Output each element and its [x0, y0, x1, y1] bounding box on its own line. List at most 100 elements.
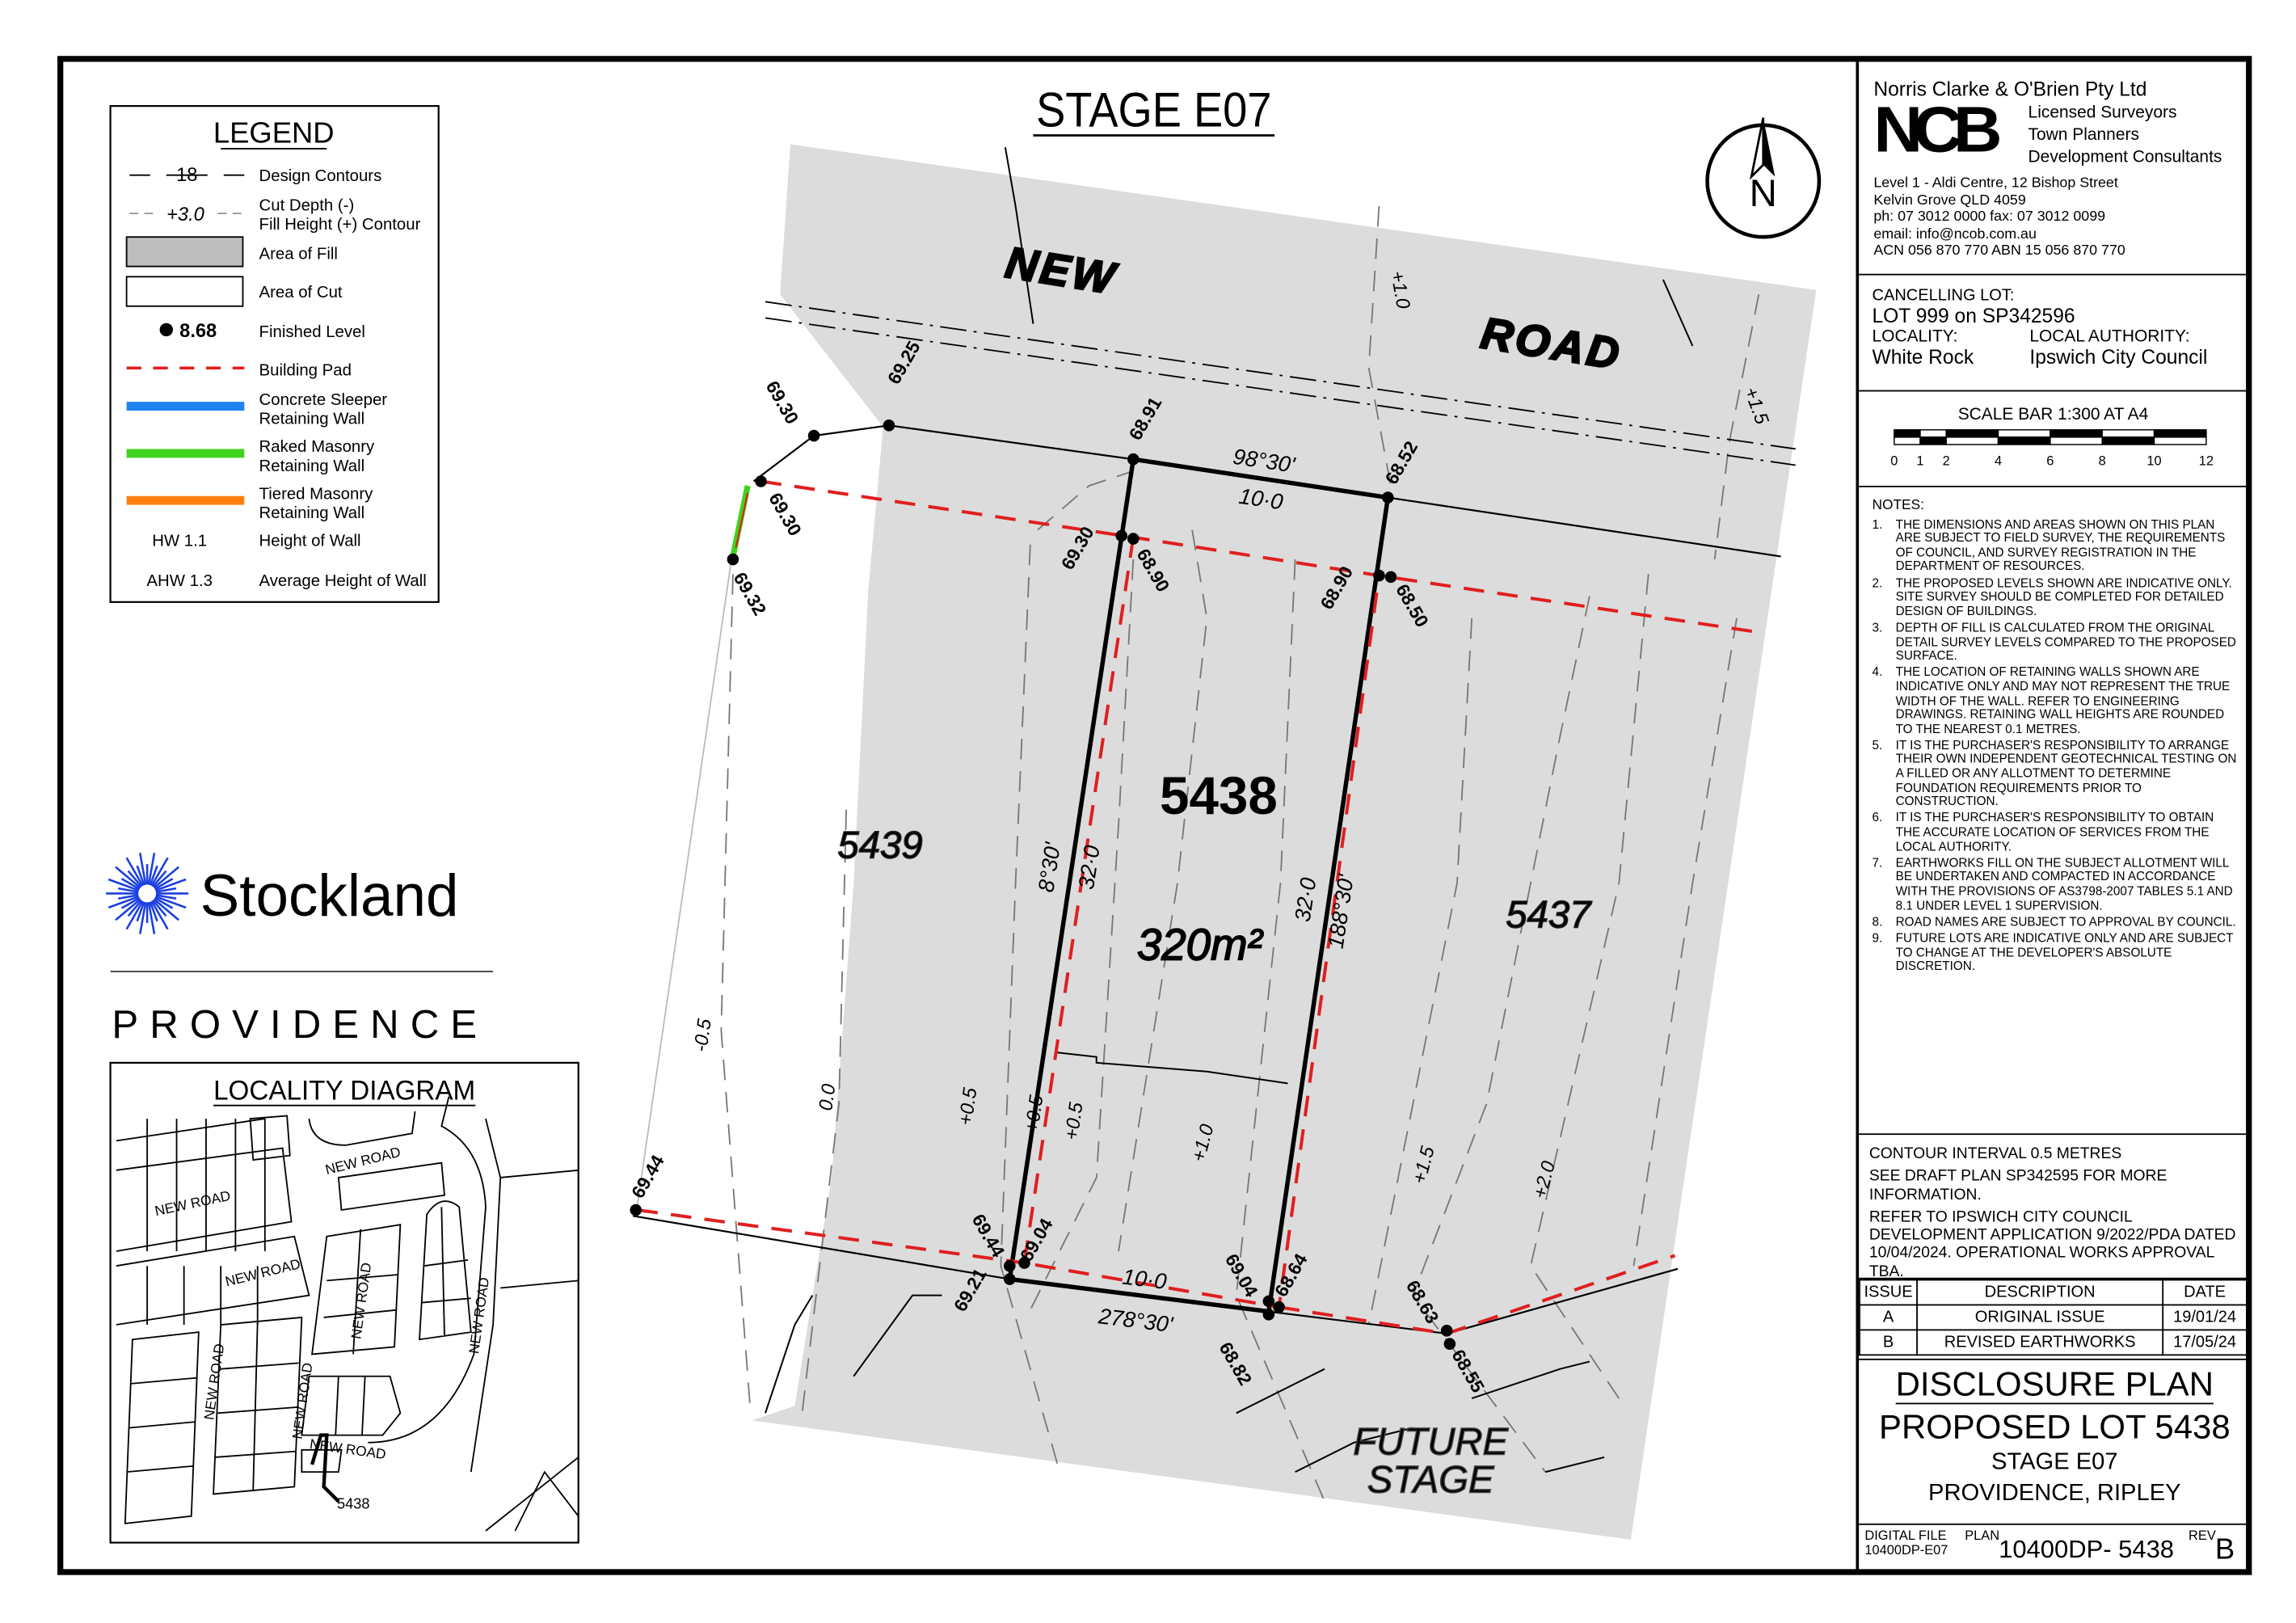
plan-place: PROVIDENCE, RIPLEY	[1928, 1481, 2181, 1507]
note-number: 1.	[1872, 516, 1883, 531]
phone-line: ph: 07 3012 0000 fax: 07 3012 0099	[1873, 209, 2106, 226]
legend-label: Concrete Sleeper	[259, 391, 388, 409]
legend-label: Height of Wall	[259, 533, 361, 550]
scale-segment	[2050, 436, 2103, 445]
legend-label: Area of Cut	[259, 284, 343, 301]
legend-label: Retaining Wall	[259, 457, 365, 475]
logo-ray	[139, 901, 147, 934]
cut-fill-contour-label: -0.5	[690, 1017, 716, 1053]
note-text: IT IS THE PURCHASER'S RESPONSIBILITY TO …	[1895, 737, 2237, 809]
logo-ray	[152, 870, 167, 887]
raked-masonry-retaining-wall	[730, 485, 751, 558]
note-number: 8.	[1872, 913, 1883, 929]
acn-line: ACN 056 870 770 ABN 15 056 870 770	[1873, 243, 2125, 260]
date-cell: 17/05/24	[2162, 1329, 2248, 1356]
legend-label: Finished Level	[259, 323, 365, 341]
issue-cell: B	[1859, 1329, 1918, 1356]
legend-label: Average Height of Wall	[259, 572, 427, 590]
finished-level-point	[1384, 571, 1397, 584]
note-number: 2.	[1872, 575, 1883, 590]
finished-level-point	[1262, 1309, 1275, 1321]
logo-ray	[149, 901, 158, 922]
area-of-cut-swatch	[125, 276, 244, 307]
logo-ray	[118, 887, 139, 893]
sheet-frame	[57, 56, 2252, 1575]
logo-ray	[153, 866, 179, 889]
scale-tick-label: 12	[2199, 453, 2214, 468]
finished-level-label: 69.30	[765, 489, 806, 539]
table-header: DATE	[2162, 1279, 2248, 1306]
table-header: DESCRIPTION	[1916, 1279, 2164, 1306]
logo-ray	[136, 901, 145, 922]
finished-level-point	[1004, 1259, 1016, 1272]
logo-ray	[147, 852, 156, 885]
note-text: THE DIMENSIONS AND AREAS SHOWN ON THIS P…	[1895, 516, 2226, 574]
providence-wordmark: PROVIDENCE	[112, 1002, 491, 1047]
digital-file-value: 10400DP-E07	[1864, 1541, 1948, 1557]
issue-cell: A	[1859, 1304, 1918, 1331]
logo-ray	[115, 898, 141, 921]
finished-level-point	[1115, 529, 1128, 542]
note-item: 1. THE DIMENSIONS AND AREAS SHOWN ON THIS…	[1872, 516, 2242, 574]
area-of-fill	[752, 144, 1817, 1540]
logo-ray	[153, 898, 179, 921]
future-stage-label: FUTURE	[1353, 1420, 1508, 1463]
note-item: 7.EARTHWORKS FILL ON THE SUBJECT ALLOTME…	[1873, 855, 2242, 913]
logo-ray	[155, 894, 177, 900]
finished-level-point	[727, 553, 739, 566]
rev-value: B	[2214, 1533, 2235, 1566]
logo-ray	[115, 866, 141, 889]
finished-level-label: 69.32	[730, 568, 771, 618]
scale-tick-label: 4	[1995, 453, 2002, 468]
ahw-sample: AHW 1.3	[146, 572, 213, 590]
future-stage-label: STAGE	[1367, 1459, 1494, 1502]
finished-level-point	[630, 1204, 642, 1216]
scale-segment	[1894, 429, 1921, 438]
legend-label: Fill Height (+) Contour	[259, 216, 421, 234]
logo-ray	[120, 878, 141, 891]
note-text: DEPTH OF FILL IS CALCULATED FROM THE ORI…	[1895, 619, 2236, 663]
note-number: 3.	[1872, 619, 1883, 634]
description-cell: REVISED EARTHWORKS	[1916, 1329, 2164, 1356]
company-header: Norris Clarke & O'Brien Pty Ltd NCB Lice…	[1859, 61, 2248, 276]
note-number: 5.	[1872, 737, 1883, 752]
note-number: 4.	[1872, 664, 1883, 680]
plan-number: 10400DP- 5438	[1999, 1535, 2175, 1564]
finished-level-point	[883, 419, 895, 432]
area-of-fill-swatch	[125, 236, 244, 268]
legend: LEGEND 18 Design Contours +3.0 Cut Depth…	[109, 105, 440, 603]
legend-heading: LEGEND	[213, 116, 335, 150]
locality-diagram: LOCALITY DIAGRAM NEW ROAD NEW ROAD NEW R…	[109, 1061, 579, 1544]
plan-stage: STAGE E07	[1991, 1449, 2118, 1475]
legend-label: Design Contours	[259, 167, 382, 185]
finished-level-label: 69.44	[627, 1151, 668, 1202]
logo-ray	[118, 894, 139, 900]
logo-ray	[154, 895, 187, 909]
note-number: 9.	[1872, 930, 1883, 946]
legend-label: Raked Masonry	[259, 438, 375, 456]
logo-ray	[125, 900, 144, 930]
note-item: 8. ROAD NAMES ARE SUBJECT TO APPROVAL BY …	[1872, 913, 2242, 929]
scale-title: SCALE BAR 1:300 AT A4	[1957, 406, 2149, 424]
note-item: 5. IT IS THE PURCHASER'S RESPONSIBILITY T…	[1872, 737, 2242, 809]
locality-lot-marker: 5438	[337, 1496, 370, 1512]
rev-label: REV	[2189, 1528, 2216, 1543]
draft-plan-reference: SEE DRAFT PLAN SP342595 FOR MORE INFORMA…	[1868, 1167, 2168, 1204]
note-text: ROAD NAMES ARE SUBJECT TO APPROVAL BY CO…	[1895, 913, 2236, 929]
scale-segment	[2153, 429, 2207, 438]
logo-ray	[155, 887, 177, 893]
address-line: Kelvin Grove QLD 4059	[1873, 192, 2026, 209]
legend-label: Tiered Masonry	[259, 485, 374, 503]
logo-ray	[136, 865, 145, 886]
scale-segment	[1894, 436, 1921, 445]
service-label: Licensed Surveyors	[2028, 104, 2177, 123]
scale-segment	[1945, 436, 1999, 445]
road-boundary	[752, 424, 1781, 558]
contour-interval: CONTOUR INTERVAL 0.5 METRES	[1868, 1145, 2122, 1163]
lot-info: CANCELLING LOT: LOT 999 on SP342596 LOCA…	[1859, 276, 2248, 392]
scale-segment	[2153, 436, 2207, 445]
